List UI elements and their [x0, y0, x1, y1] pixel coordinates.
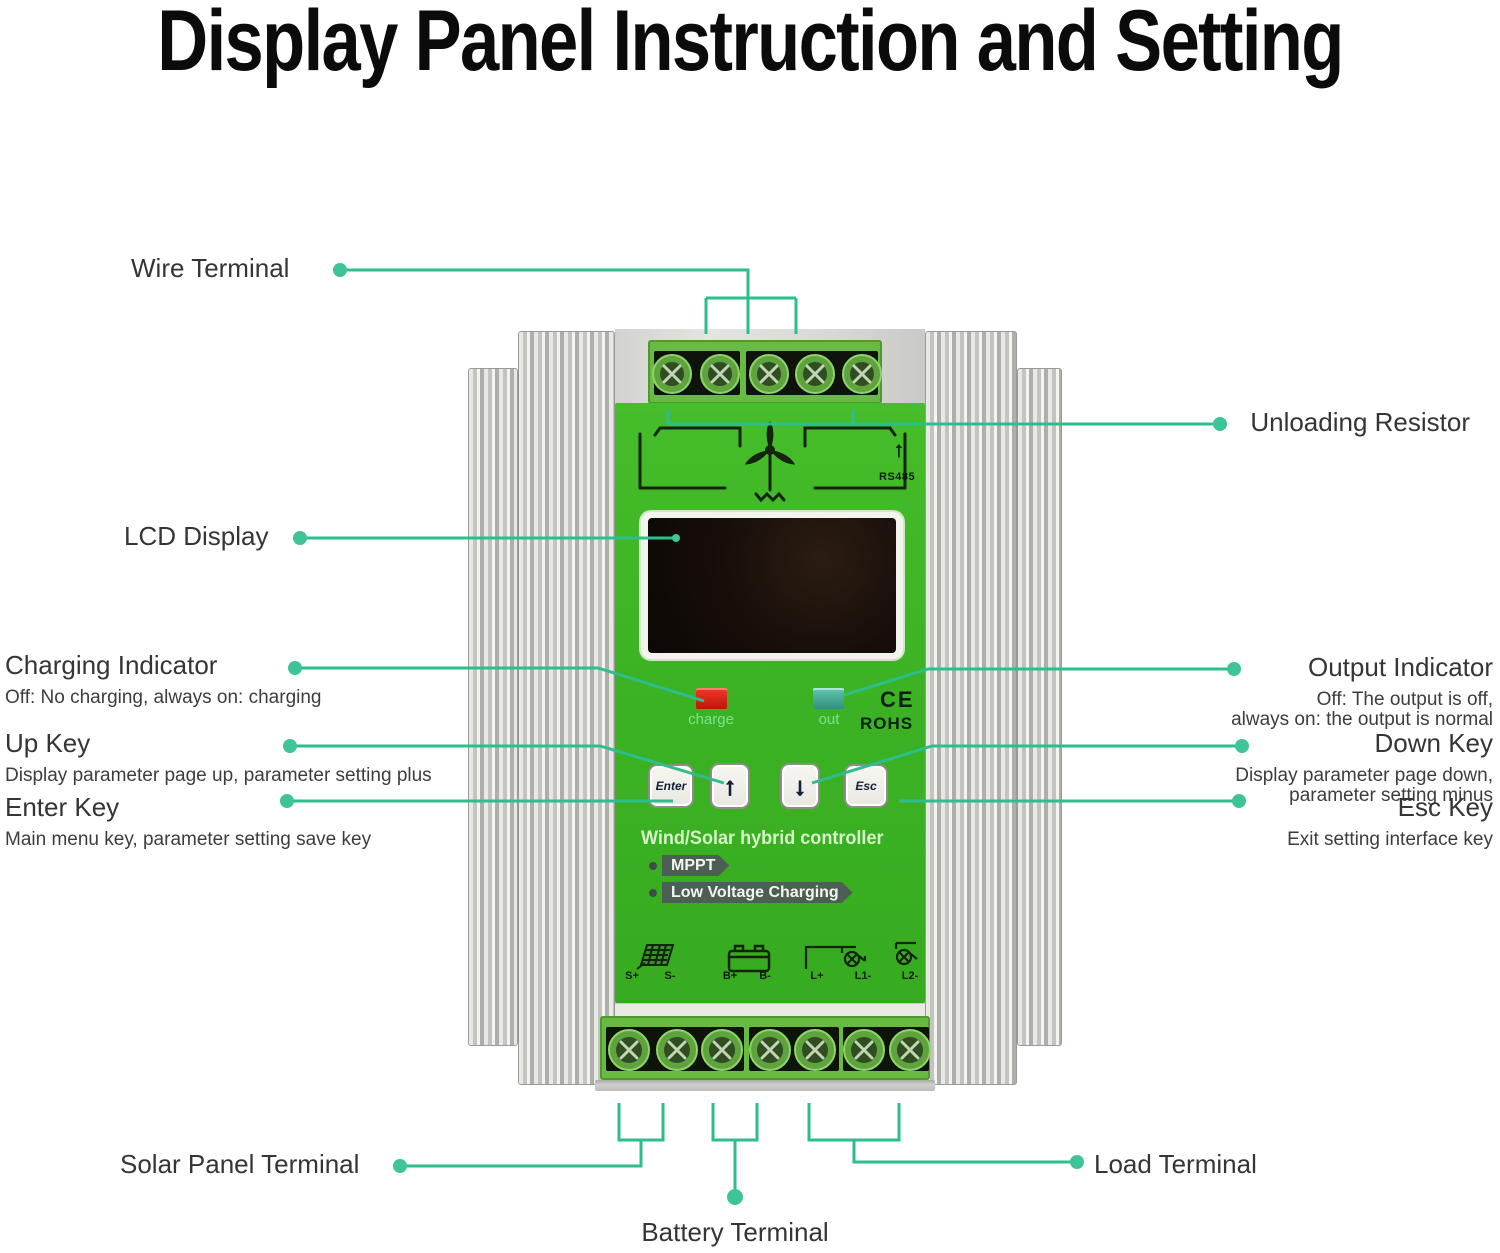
- enter-key-label: Enter Key Main menu key, parameter setti…: [5, 793, 371, 849]
- down-button: ↓: [780, 763, 820, 809]
- right-heatsink-fin-block: [925, 331, 1017, 1085]
- bottom-terminal-screws: [608, 1029, 931, 1071]
- out-led-label: out: [818, 711, 840, 728]
- esc-button: Esc: [844, 764, 888, 808]
- callout-dot: [293, 531, 307, 545]
- esc-key-desc: Exit setting interface key: [1287, 829, 1493, 850]
- terminal-label-s-minus: S-: [664, 970, 676, 982]
- panel-bottom-strip: [615, 1003, 925, 1016]
- product-name: Wind/Solar hybrid controller: [640, 828, 884, 849]
- down-key-desc-1: Display parameter page down,: [1235, 765, 1493, 786]
- callout-dot: [1213, 417, 1227, 431]
- page-title: Display Panel Instruction and Setting: [157, 0, 1344, 89]
- down-key-title: Down Key: [1374, 728, 1494, 758]
- terminal-label-b-plus: B+: [722, 970, 738, 982]
- terminal-label-b-minus: B-: [759, 970, 771, 982]
- enter-key-desc: Main menu key, parameter setting save ke…: [5, 829, 372, 850]
- left-heatsink-fin-block: [518, 331, 615, 1085]
- up-arrow-icon: ↑: [723, 770, 737, 801]
- rs485-arrow-icon: ↑: [893, 437, 904, 462]
- enter-button: Enter: [648, 764, 694, 808]
- lcd-display: [641, 512, 903, 659]
- output-indicator-label: Output Indicator Off: The output is off,…: [1231, 653, 1493, 729]
- callout-dot: [1070, 1155, 1084, 1169]
- rs485-label: RS485: [879, 471, 916, 483]
- left-outer-heatsink-fin: [468, 368, 518, 1046]
- charging-indicator-title: Charging Indicator: [5, 650, 218, 680]
- esc-key-title: Esc Key: [1397, 792, 1493, 822]
- load-icon: [804, 941, 918, 969]
- battery-terminal-connector: [711, 1103, 759, 1197]
- enter-key-title: Enter Key: [5, 792, 120, 822]
- feature-badge-low-voltage: Low Voltage Charging: [662, 882, 853, 903]
- output-indicator-title: Output Indicator: [1308, 652, 1493, 682]
- wind-turbine-diagram: [638, 421, 907, 503]
- top-terminal-block: [648, 340, 882, 404]
- out-led: [813, 688, 844, 709]
- down-arrow-icon: ↓: [793, 770, 807, 801]
- badge-bullet: [649, 889, 657, 897]
- lcd-screen: [648, 518, 896, 653]
- charging-indicator-label: Charging Indicator Off: No charging, alw…: [5, 651, 322, 707]
- charge-led: [696, 688, 727, 709]
- device-bottom-edge: [595, 1080, 935, 1091]
- rohs-mark: ROHS: [860, 714, 914, 733]
- badge-bullet: [649, 862, 657, 870]
- bottom-terminal-block: [600, 1016, 931, 1080]
- enter-button-label: Enter: [655, 779, 687, 793]
- lcd-display-label: LCD Display: [124, 521, 269, 551]
- terminal-label-l1-minus: L1-: [854, 970, 872, 982]
- up-key-label: Up Key Display parameter page up, parame…: [5, 729, 432, 785]
- up-key-desc: Display parameter page up, parameter set…: [5, 765, 432, 786]
- terminal-label-s-plus: S+: [625, 970, 639, 982]
- feature-badge-mppt: MPPT: [662, 855, 729, 876]
- output-indicator-desc-2: always on: the output is normal: [1231, 709, 1493, 730]
- solar-panel-terminal-label: Solar Panel Terminal: [120, 1149, 360, 1179]
- callout-dot: [333, 263, 347, 277]
- up-button: ↑: [710, 763, 750, 809]
- terminal-label-l2-minus: L2-: [901, 970, 919, 982]
- unloading-resistor-label: Unloading Resistor: [1250, 407, 1470, 437]
- battery-icon: [727, 944, 771, 973]
- up-key-title: Up Key: [5, 728, 91, 758]
- esc-button-label: Esc: [855, 779, 877, 793]
- output-indicator-desc-1: Off: The output is off,: [1316, 689, 1493, 710]
- solar-terminal-connector: [400, 1103, 665, 1168]
- solar-panel-icon: [636, 944, 675, 970]
- callout-dot: [727, 1189, 743, 1205]
- down-key-label: Down Key Display parameter page down, pa…: [1235, 729, 1493, 805]
- charge-led-label: charge: [688, 711, 734, 728]
- down-key-desc-2: parameter setting minus: [1289, 785, 1493, 806]
- wire-terminal-label: Wire Terminal: [131, 253, 290, 283]
- charging-indicator-desc: Off: No charging, always on: charging: [5, 687, 322, 708]
- green-front-panel: [615, 403, 925, 1003]
- load-terminal-connector: [807, 1103, 1077, 1164]
- right-outer-heatsink-fin: [1017, 368, 1062, 1046]
- esc-key-label: Esc Key Exit setting interface key: [1287, 793, 1493, 849]
- controller-device: ↑ RS485 charge out CE ROHS Enter ↑ ↓ Esc…: [455, 325, 1067, 1097]
- battery-terminal-label: Battery Terminal: [641, 1217, 829, 1247]
- ce-mark: CE: [880, 687, 915, 712]
- callout-dot: [393, 1159, 407, 1173]
- top-terminal-screws: [652, 354, 882, 394]
- terminal-label-l-plus: L+: [810, 970, 824, 982]
- load-terminal-label: Load Terminal: [1094, 1149, 1257, 1179]
